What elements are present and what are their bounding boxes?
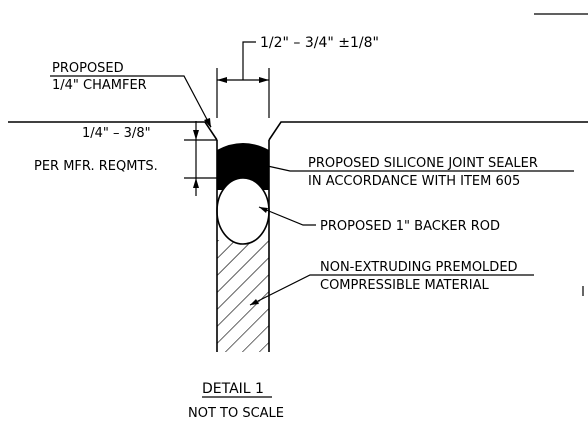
filler-label-line1: NON-EXTRUDING PREMOLDED <box>320 260 518 275</box>
pavement-surface-right <box>268 121 588 141</box>
sealer-callout: PROPOSED SILICONE JOINT SEALER IN ACCORD… <box>262 156 574 189</box>
detail-title-block: DETAIL 1 NOT TO SCALE <box>188 381 284 421</box>
sealer-label-line2: IN ACCORDANCE WITH ITEM 605 <box>308 174 520 189</box>
chamfer-callout: PROPOSED 1/4" CHAMFER <box>50 61 212 128</box>
joint-width-dimension: 1/2" – 3/4" ±1/8" <box>216 35 379 118</box>
silicone-joint-sealer <box>217 143 269 190</box>
chamfer-label-line2: 1/4" CHAMFER <box>52 78 147 93</box>
backer-rod-callout: PROPOSED 1" BACKER ROD <box>258 206 500 234</box>
joint-width-label: 1/2" – 3/4" ±1/8" <box>260 35 379 51</box>
backer-rod-label: PROPOSED 1" BACKER ROD <box>320 219 500 234</box>
filler-callout: NON-EXTRUDING PREMOLDED COMPRESSIBLE MAT… <box>249 260 534 306</box>
sealer-depth-dimension: 1/4" – 3/8" PER MFR. REQMTS. <box>34 121 217 196</box>
filler-label-line2: COMPRESSIBLE MATERIAL <box>320 278 489 293</box>
compressible-filler <box>217 240 269 352</box>
sealer-depth-label: 1/4" – 3/8" <box>82 126 151 141</box>
pavement-surface-left <box>8 121 218 141</box>
chamfer-label-line1: PROPOSED <box>52 61 124 76</box>
sealer-label-line1: PROPOSED SILICONE JOINT SEALER <box>308 156 538 171</box>
backer-rod <box>216 177 270 245</box>
detail-title: DETAIL 1 <box>202 381 264 397</box>
depth-note-label: PER MFR. REQMTS. <box>34 159 158 174</box>
detail-subtitle: NOT TO SCALE <box>188 406 284 421</box>
